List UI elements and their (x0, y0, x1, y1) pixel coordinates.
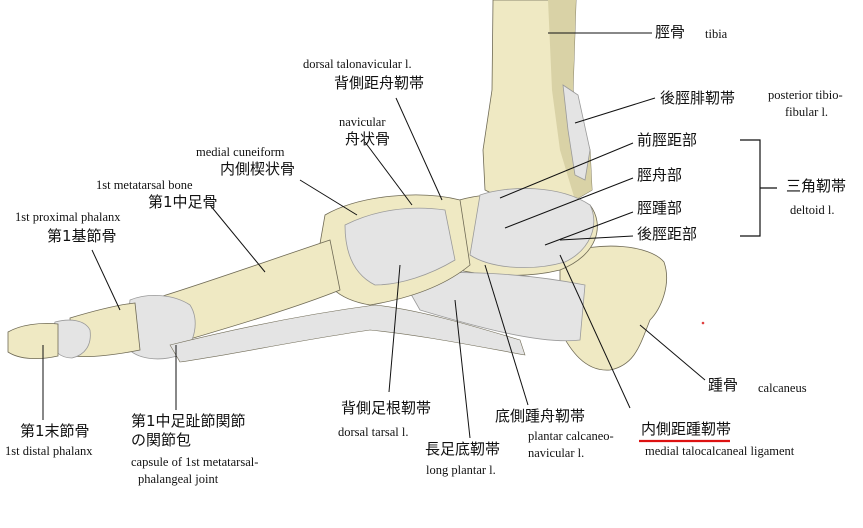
leader-long-plantar (454, 299, 471, 439)
first-metatarsal-bone (149, 239, 341, 346)
dorsal-tarsal-ligaments (344, 207, 456, 286)
highlight-mark (701, 321, 705, 325)
label-capsule-jp1: 第1中足趾節関節 (131, 412, 246, 430)
label-posterior-tibiofibular-jp: 後脛腓靭帯 (660, 89, 736, 107)
label-medial-talocalcaneal-jp: 内側距踵靭帯 (641, 420, 732, 438)
leader-tibionavicular (504, 177, 634, 229)
label-first-proximal-phalanx-jp: 第1基節骨 (47, 227, 117, 245)
leader-medial-cuneiform (299, 179, 358, 216)
label-posterior-tibiofibular-en2: fibular l. (785, 105, 829, 119)
leader-tibiocalcaneal (544, 211, 634, 246)
label-medial-talocalcaneal-en: medial talocalcaneal ligament (645, 444, 795, 458)
label-medial-cuneiform-jp: 内側楔状骨 (220, 160, 296, 178)
label-first-distal-phalanx-jp: 第1末節骨 (20, 422, 90, 440)
leader-dorsal-talonavicular (395, 97, 443, 201)
leader-posterior-tibiofibular (574, 97, 656, 124)
label-posterior-tibiofibular-en1: posterior tibio- (768, 88, 843, 102)
label-posterior-tibiotalar-jp: 後脛距部 (637, 225, 698, 243)
label-capsule-jp2: の関節包 (131, 431, 192, 449)
label-calcaneus-en: calcaneus (758, 381, 807, 395)
label-plantar-calcaneonavicular-en1: plantar calcaneo- (528, 429, 614, 443)
label-plantar-calcaneonavicular-jp: 底側踵舟靭帯 (495, 407, 586, 425)
leader-first-proximal-phalanx (91, 249, 121, 311)
label-deltoid-jp: 三角靭帯 (786, 177, 847, 195)
label-navicular-en: navicular (339, 115, 386, 129)
label-first-distal-phalanx-en: 1st distal phalanx (5, 444, 93, 458)
label-plantar-calcaneonavicular-en2: navicular l. (528, 446, 585, 460)
leader-calcaneus (639, 324, 706, 381)
label-tibia-en: tibia (705, 27, 728, 41)
label-capsule-en1: capsule of 1st metatarsal- (131, 455, 259, 469)
label-tibionavicular-jp: 脛舟部 (637, 166, 683, 184)
leader-medial-talocalcaneal (559, 254, 631, 409)
label-first-metatarsal-en: 1st metatarsal bone (96, 178, 193, 192)
leader-navicular (364, 141, 413, 206)
sole-outline (169, 304, 526, 363)
label-first-proximal-phalanx-en: 1st proximal phalanx (15, 210, 121, 224)
leader-lines (42, 32, 706, 439)
leader-first-metatarsal (209, 204, 266, 273)
label-dorsal-tarsal-en: dorsal tarsal l. (338, 425, 409, 439)
label-anterior-tibiotalar-jp: 前脛距部 (637, 131, 698, 149)
leader-anterior-tibiotalar (499, 142, 634, 199)
label-capsule-en2: phalangeal joint (138, 472, 219, 486)
label-tibia-jp: 脛骨 (655, 23, 686, 41)
posterior-tibiofibular-ligament (562, 84, 591, 181)
leader-plantar-calcaneonavicular (484, 264, 529, 406)
deltoid-ligament-fan (469, 188, 595, 268)
leader-posterior-tibiotalar (559, 235, 634, 241)
label-dorsal-talonavicular-en: dorsal talonavicular l. (303, 57, 412, 71)
label-long-plantar-en: long plantar l. (426, 463, 496, 477)
label-dorsal-talonavicular-jp: 背側距舟靭帯 (334, 74, 425, 92)
label-tibiocalcaneal-jp: 脛踵部 (637, 199, 683, 217)
distal-phalanx-bone (7, 323, 59, 360)
calcaneus-bone (559, 245, 668, 371)
label-navicular-jp: 舟状骨 (345, 130, 391, 148)
label-deltoid-en: deltoid l. (790, 203, 835, 217)
label-medial-cuneiform-en: medial cuneiform (196, 145, 285, 159)
label-calcaneus-jp: 踵骨 (708, 376, 739, 394)
leader-dorsal-tarsal (388, 264, 401, 393)
label-first-metatarsal-jp: 第1中足骨 (148, 193, 218, 211)
label-dorsal-tarsal-jp: 背側足根靭帯 (341, 399, 432, 417)
deltoid-bracket (740, 139, 777, 237)
label-long-plantar-jp: 長足底靭帯 (425, 440, 501, 458)
